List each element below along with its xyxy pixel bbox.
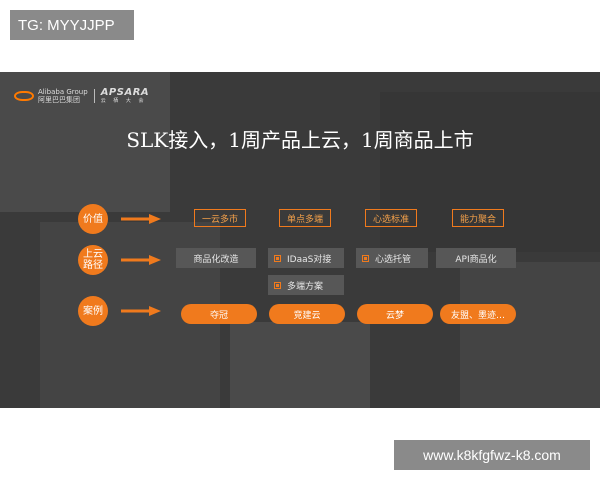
alibaba-logo-text: Alibaba Group 阿里巴巴集团: [38, 88, 88, 104]
value-item: 心选标准: [365, 209, 417, 227]
row-label-value: 价值: [78, 204, 108, 234]
arrow-right-icon: [121, 214, 161, 224]
alibaba-logo-icon: [14, 91, 34, 101]
arrow-right-icon: [121, 306, 161, 316]
slide-title: SLK接入，1周产品上云，1周商品上市: [126, 128, 474, 152]
bottom-watermark: www.k8kfgfwz-k8.com: [394, 440, 590, 470]
event-logo: Alibaba Group 阿里巴巴集团 APSARA 云 栖 大 会: [14, 88, 149, 104]
top-tag: TG: MYYJJPP: [10, 10, 134, 40]
background-shape: [460, 262, 600, 408]
case-item: 云梦: [357, 304, 433, 324]
case-item: 竞建云: [269, 304, 345, 324]
migration-item: API商品化: [436, 248, 516, 268]
value-item: 一云多市: [194, 209, 246, 227]
migration-item: IDaaS对接: [268, 248, 344, 268]
arrow-right-icon: [121, 255, 161, 265]
checkbox-icon: [274, 281, 281, 289]
case-item: 友盟、墨迹…: [440, 304, 516, 324]
background-shape: [230, 322, 370, 408]
migration-item: 商品化改造: [176, 248, 256, 268]
case-item: 夺冠: [181, 304, 257, 324]
migration-item: 多端方案: [268, 275, 344, 295]
background-shape: [380, 92, 600, 252]
logo-divider: [93, 89, 95, 103]
migration-item: 心选托管: [356, 248, 428, 268]
row-label-cases: 案例: [78, 296, 108, 326]
row-label-migration: 上云 路径: [78, 245, 108, 275]
checkbox-icon: [274, 254, 281, 262]
value-item: 单点多端: [279, 209, 331, 227]
value-item: 能力聚合: [452, 209, 504, 227]
apsara-logo: APSARA 云 栖 大 会: [100, 87, 150, 105]
presentation-slide: Alibaba Group 阿里巴巴集团 APSARA 云 栖 大 会 SLK接…: [0, 72, 600, 408]
checkbox-icon: [362, 254, 369, 262]
